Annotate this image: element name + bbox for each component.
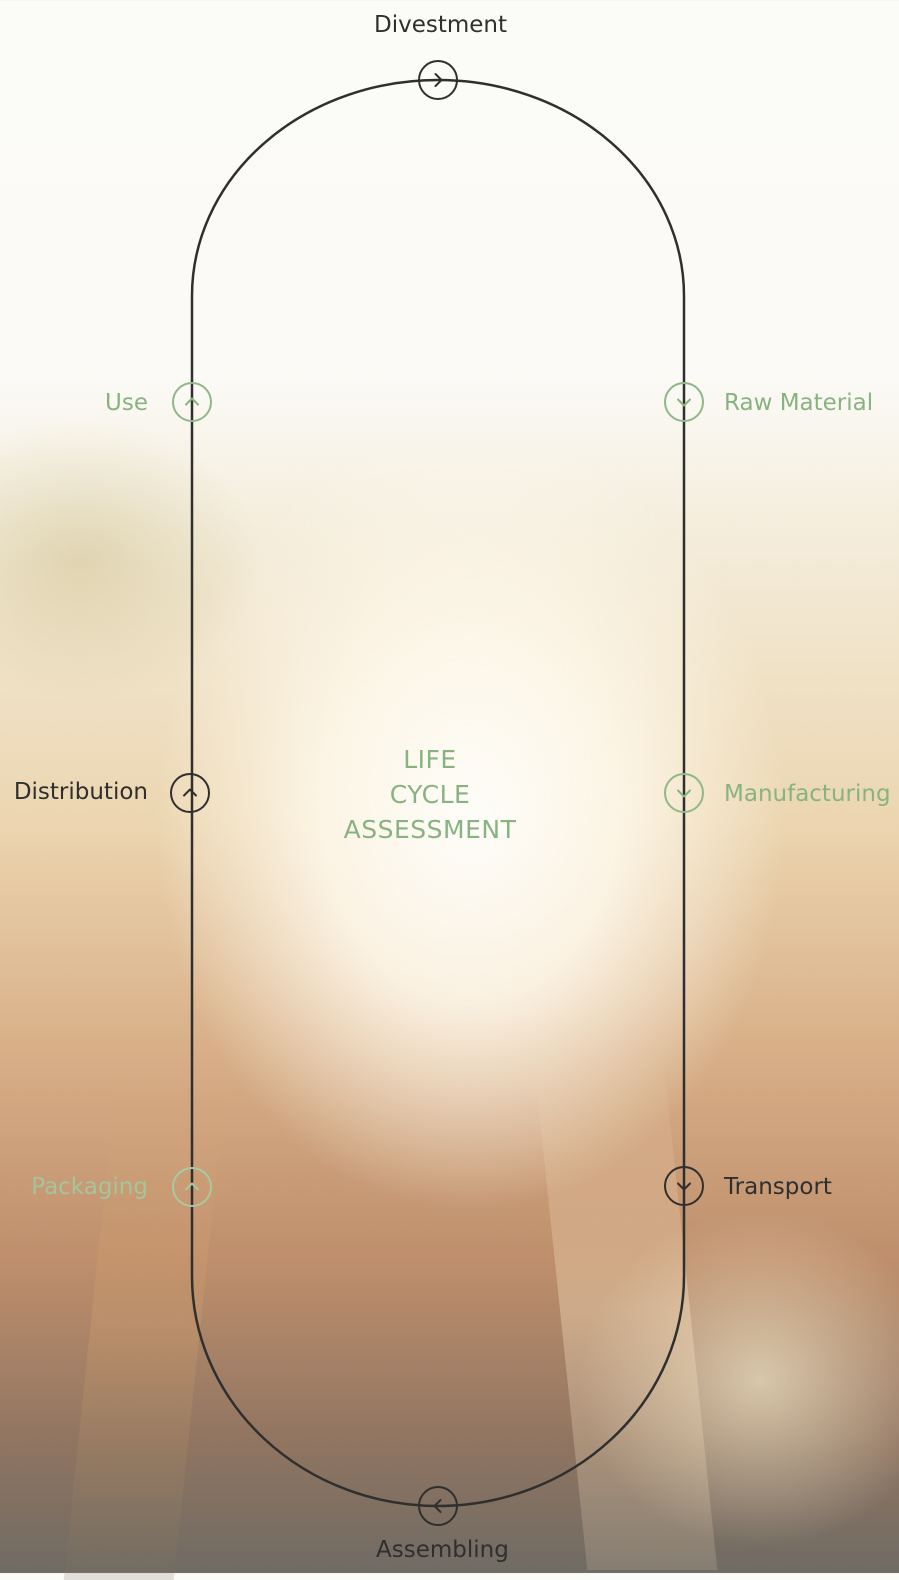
stage-node-use[interactable] (172, 382, 212, 422)
stage-label-assembling[interactable]: Assembling (376, 1537, 509, 1563)
stage-label-divestment[interactable]: Divestment (374, 12, 508, 38)
chevron-right-icon (434, 73, 443, 87)
stage-label-transport[interactable]: Transport (724, 1174, 832, 1200)
chevron-down-icon (677, 789, 691, 798)
stage-label-distribution[interactable]: Distribution (13, 779, 148, 805)
stage-label-raw-material[interactable]: Raw Material (724, 390, 874, 416)
chevron-up-icon (185, 397, 199, 406)
center-title-line: LIFE (403, 745, 457, 774)
stage-node-raw-material[interactable] (664, 382, 704, 422)
chevron-down-icon (677, 398, 691, 407)
stage-node-packaging[interactable] (172, 1167, 212, 1207)
stage-node-assembling[interactable] (418, 1486, 458, 1526)
chevron-down-icon (677, 1182, 691, 1191)
chevron-up-icon (183, 788, 197, 797)
stage-label-use[interactable]: Use (105, 390, 148, 416)
center-title-line: ASSESSMENT (343, 815, 517, 844)
chevron-up-icon (185, 1182, 199, 1191)
center-title: LIFE CYCLE ASSESSMENT (300, 742, 560, 847)
stage-node-transport[interactable] (664, 1166, 704, 1206)
stage-node-divestment[interactable] (418, 60, 458, 100)
stage-node-distribution[interactable] (170, 773, 210, 813)
center-title-line: CYCLE (389, 780, 471, 809)
stage-label-packaging[interactable]: Packaging (31, 1174, 148, 1200)
stage-label-manufacturing[interactable]: Manufacturing (724, 781, 891, 807)
chevron-left-icon (433, 1499, 442, 1513)
stage-node-manufacturing[interactable] (664, 773, 704, 813)
